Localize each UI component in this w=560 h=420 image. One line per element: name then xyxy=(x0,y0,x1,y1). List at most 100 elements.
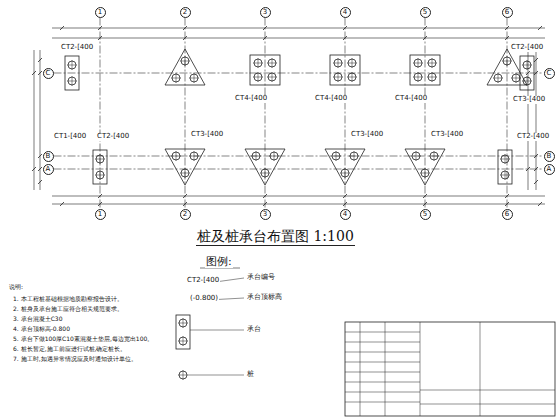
dimension-line xyxy=(52,38,545,39)
pile-cross xyxy=(183,370,184,380)
pile-cross xyxy=(72,76,73,86)
pile-cross xyxy=(432,58,433,68)
axis-number: 5 xyxy=(423,9,427,16)
pile-cross xyxy=(176,73,177,83)
note-line: 6. 桩长暂定,施工前应进行试桩,确定桩长。 xyxy=(12,344,127,353)
dimension-tick xyxy=(538,26,542,30)
legend-text: 承台 xyxy=(246,326,262,334)
axis-number: A xyxy=(46,166,51,173)
pile-circle xyxy=(523,61,531,69)
axis-bubble: 2 xyxy=(180,7,191,18)
axis-bubble: C xyxy=(544,68,555,79)
axis-number: 6 xyxy=(505,211,509,218)
pile-cross xyxy=(183,318,184,328)
axis-number: C xyxy=(46,70,51,77)
pile-circle xyxy=(512,74,520,82)
cap-label: CT3-[400 xyxy=(190,131,224,139)
axis-bubble: 6 xyxy=(502,209,513,220)
legend-text: 承台顶标高 xyxy=(246,294,283,302)
axis-number: 3 xyxy=(263,211,267,218)
pile-circle xyxy=(414,59,422,67)
dimension-tick xyxy=(534,58,538,62)
pile-cross xyxy=(418,58,419,68)
cap-label: CT3-[400 xyxy=(512,96,546,104)
pile-circle xyxy=(428,59,436,67)
pile-cross xyxy=(272,72,273,82)
title-block-rule xyxy=(345,392,420,393)
cap-label: CT2-[400 xyxy=(510,44,544,52)
axis-number: 6 xyxy=(505,9,509,16)
pile-cross xyxy=(258,58,259,68)
pile-circle xyxy=(172,74,180,82)
title-block-rule xyxy=(345,372,420,373)
note-line: 4. 承台顶标高-0.800 xyxy=(12,324,71,333)
axis-grid-line xyxy=(100,18,101,209)
title-block-rule xyxy=(480,322,481,416)
cap-label: CT1-[400 xyxy=(53,133,87,141)
pile-circle xyxy=(348,59,356,67)
cap-label: CT3-[400 xyxy=(350,131,384,139)
drawing-title: 桩及桩承台布置图 1:100 xyxy=(196,229,355,246)
pile-cross xyxy=(258,72,259,82)
axis-number: 3 xyxy=(263,9,267,16)
pile-cross xyxy=(505,154,506,164)
pile-circle xyxy=(268,73,276,81)
axis-number: B xyxy=(547,153,552,160)
title-block-rule xyxy=(345,362,420,363)
axis-grid-line xyxy=(265,18,266,209)
pile-cross xyxy=(352,58,353,68)
axis-bubble: C xyxy=(43,68,54,79)
pile-cross xyxy=(527,76,528,86)
pile-cross xyxy=(416,151,417,161)
axis-bubble: 6 xyxy=(502,7,513,18)
axis-bubble: A xyxy=(43,164,54,175)
pile-cross xyxy=(272,58,273,68)
axis-number: 2 xyxy=(183,9,187,16)
note-line: 5. 承台下做100厚C10素混凝土垫层,每边宽出100。 xyxy=(12,334,154,343)
cap-label: CT4-[400 xyxy=(314,95,348,103)
legend-text: 桩 xyxy=(246,371,255,379)
legend-cap xyxy=(176,315,190,349)
title-block-rule xyxy=(345,402,420,403)
pile-circle xyxy=(334,59,342,67)
cap-label: CT2-[400 xyxy=(96,133,130,141)
dimension-tick xyxy=(534,180,538,184)
dimension-tick xyxy=(38,58,42,62)
axis-number: 5 xyxy=(423,211,427,218)
note-line: 3. 承台混凝土C30 xyxy=(12,314,63,323)
title-block xyxy=(345,322,555,416)
pile-cross xyxy=(338,72,339,82)
axis-number: 1 xyxy=(98,211,102,218)
title-block-rule xyxy=(345,382,420,383)
pile-circle xyxy=(501,171,509,179)
cap-label: CT2-[400 xyxy=(516,133,550,141)
title-block-rule xyxy=(385,322,386,416)
pile-cross xyxy=(498,73,499,83)
leader-line xyxy=(190,330,244,331)
pile-circle xyxy=(68,61,76,69)
pile-circle xyxy=(179,337,187,345)
pile-circle xyxy=(414,73,422,81)
dimension-tick xyxy=(538,202,542,206)
dimension-line xyxy=(52,196,545,197)
axis-bubble: 3 xyxy=(260,209,271,220)
axis-grid-line xyxy=(345,18,346,209)
axis-number: 4 xyxy=(343,9,347,16)
axis-bubble: B xyxy=(43,151,54,162)
note-line: 说明: xyxy=(8,282,24,291)
pile-circle xyxy=(494,74,502,82)
pile-cross xyxy=(432,72,433,82)
dimension-tick xyxy=(38,167,42,171)
dimension-line xyxy=(52,28,545,29)
dimension-tick xyxy=(38,71,42,75)
pile-cross xyxy=(352,72,353,82)
pile-circle xyxy=(68,77,76,85)
legend-text: 承台编号 xyxy=(246,274,276,282)
dimension-tick xyxy=(60,202,64,206)
axis-number: 2 xyxy=(183,211,187,218)
pile-circle xyxy=(268,59,276,67)
axis-number: A xyxy=(547,166,552,173)
axis-bubble: 2 xyxy=(180,209,191,220)
axis-grid-line xyxy=(425,18,426,209)
pile-circle xyxy=(179,319,187,327)
